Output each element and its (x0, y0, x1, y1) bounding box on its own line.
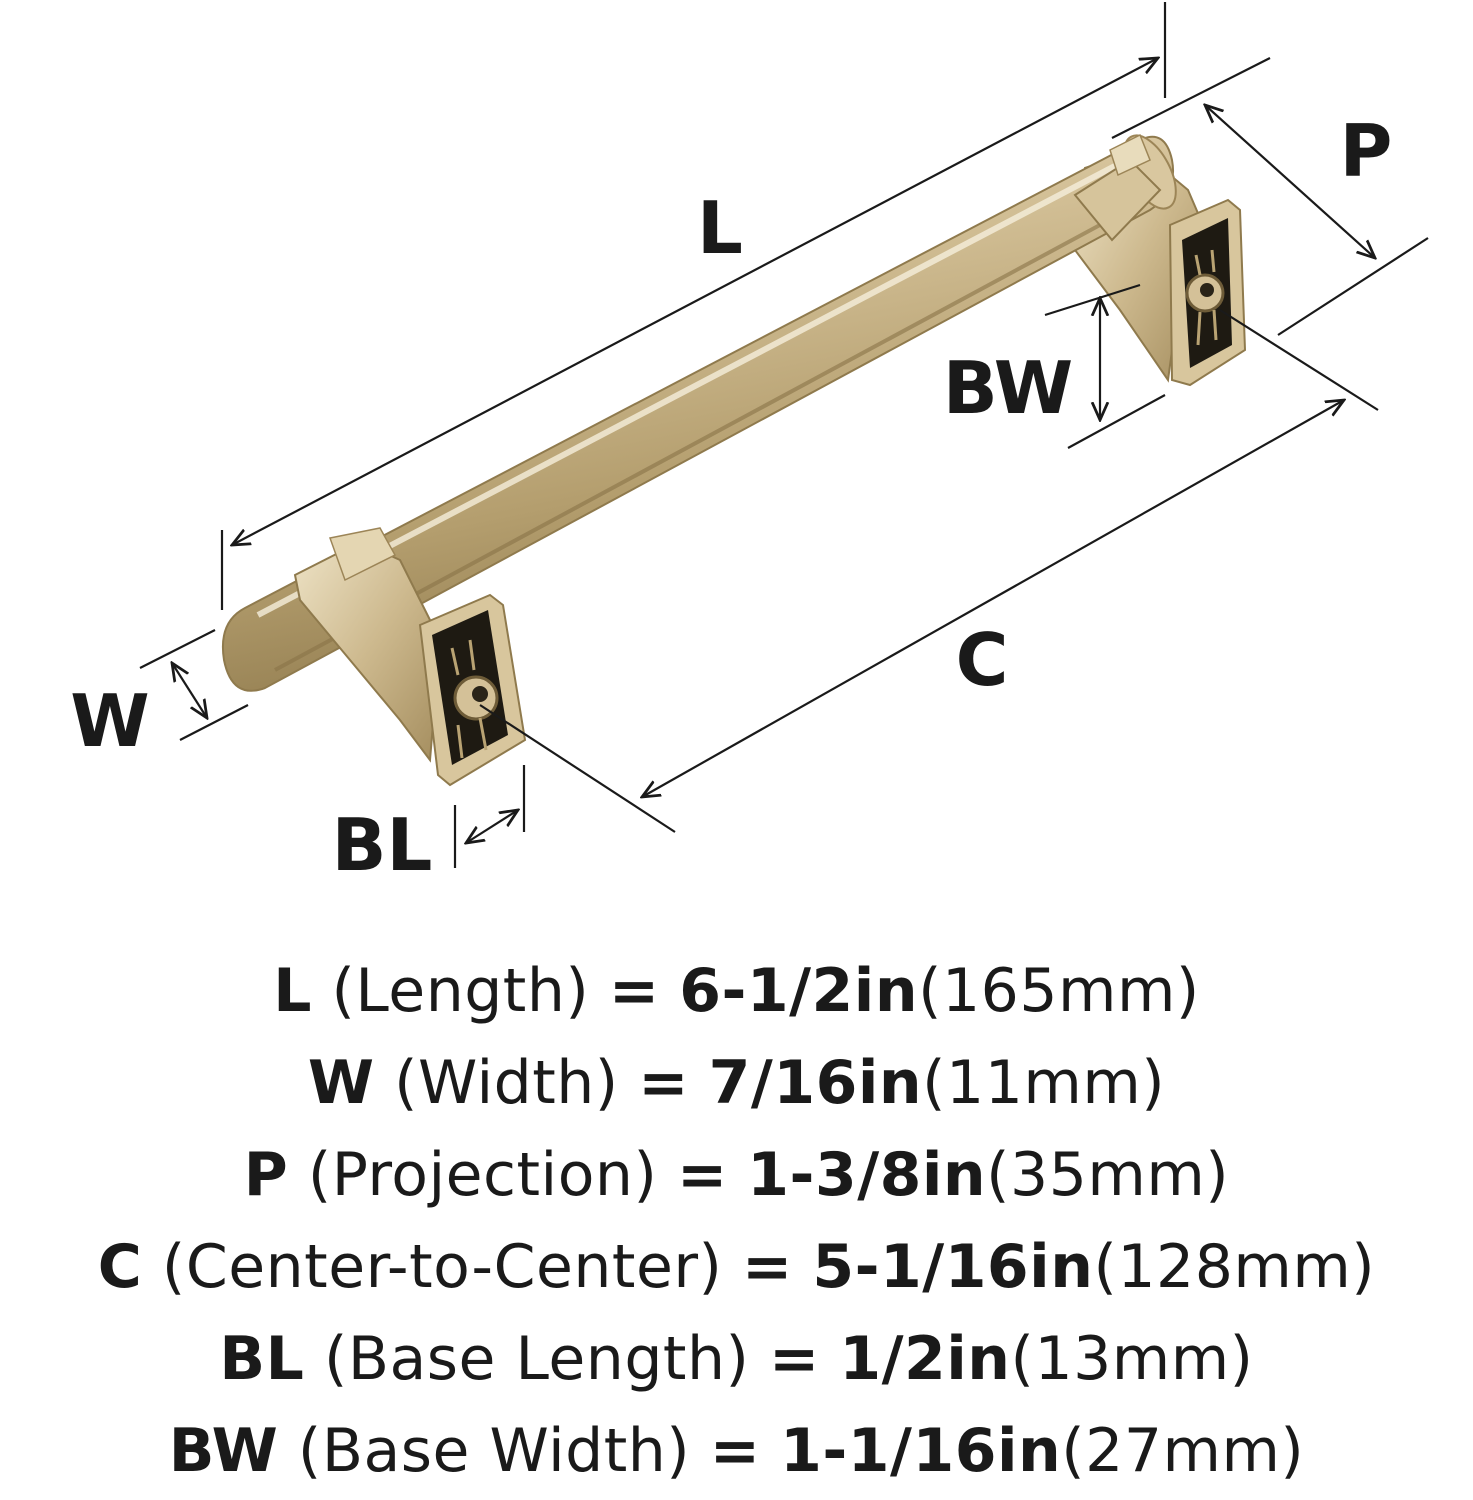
spec-name: (Projection) (307, 1140, 658, 1210)
spec-metric: (165mm) (918, 956, 1200, 1026)
spec-row-center-to-center: C (Center-to-Center) = 5-1/16in(128mm) (0, 1221, 1473, 1313)
spec-row-base-width: BW (Base Width) = 1-1/16in(27mm) (0, 1405, 1473, 1497)
spec-row-width: W (Width) = 7/16in(11mm) (0, 1037, 1473, 1129)
spec-name: (Center-to-Center) (161, 1232, 723, 1302)
spec-equals: = (742, 1232, 793, 1302)
handle-dimension-diagram: L P BW C W BL (70, 2, 1429, 887)
spec-imperial: 7/16in (708, 1048, 923, 1118)
dimension-label-l: L (697, 186, 743, 270)
spec-row-base-length: BL (Base Length) = 1/2in(13mm) (0, 1313, 1473, 1405)
spec-metric: (27mm) (1061, 1416, 1305, 1486)
spec-code: BW (168, 1416, 279, 1486)
dimension-lines (139, 2, 1429, 868)
spec-metric: (13mm) (1010, 1324, 1254, 1394)
spec-name: (Width) (394, 1048, 619, 1118)
spec-row-projection: P (Projection) = 1-3/8in(35mm) (0, 1129, 1473, 1221)
spec-name: (Length) (331, 956, 590, 1026)
spec-metric: (35mm) (986, 1140, 1230, 1210)
spec-imperial: 6-1/2in (679, 956, 919, 1026)
spec-imperial: 5-1/16in (812, 1232, 1094, 1302)
spec-imperial: 1-3/8in (747, 1140, 987, 1210)
spec-metric: (128mm) (1093, 1232, 1376, 1302)
spec-equals: = (638, 1048, 690, 1118)
dimension-label-c: C (956, 618, 1009, 702)
spec-name: (Base Length) (323, 1324, 750, 1394)
spec-metric: (11mm) (922, 1048, 1166, 1118)
spec-imperial: 1-1/16in (780, 1416, 1062, 1486)
spec-equals: = (768, 1324, 820, 1394)
spec-code: P (243, 1140, 289, 1210)
specifications-list: L (Length) = 6-1/2in(165mm) W (Width) = … (0, 945, 1473, 1497)
spec-row-length: L (Length) = 6-1/2in(165mm) (0, 945, 1473, 1037)
spec-code: W (307, 1048, 375, 1118)
spec-name: (Base Width) (297, 1416, 691, 1486)
spec-equals: = (608, 956, 660, 1026)
spec-equals: = (676, 1140, 728, 1210)
spec-code: C (97, 1232, 143, 1302)
spec-equals: = (709, 1416, 761, 1486)
dimension-label-w: W (70, 679, 149, 763)
spec-code: L (273, 956, 312, 1026)
spec-imperial: 1/2in (839, 1324, 1011, 1394)
left-post (293, 527, 527, 787)
dimension-label-p: P (1340, 109, 1393, 193)
dimension-label-bw: BW (943, 346, 1073, 430)
spec-code: BL (219, 1324, 305, 1394)
dimension-label-bl: BL (332, 803, 433, 887)
